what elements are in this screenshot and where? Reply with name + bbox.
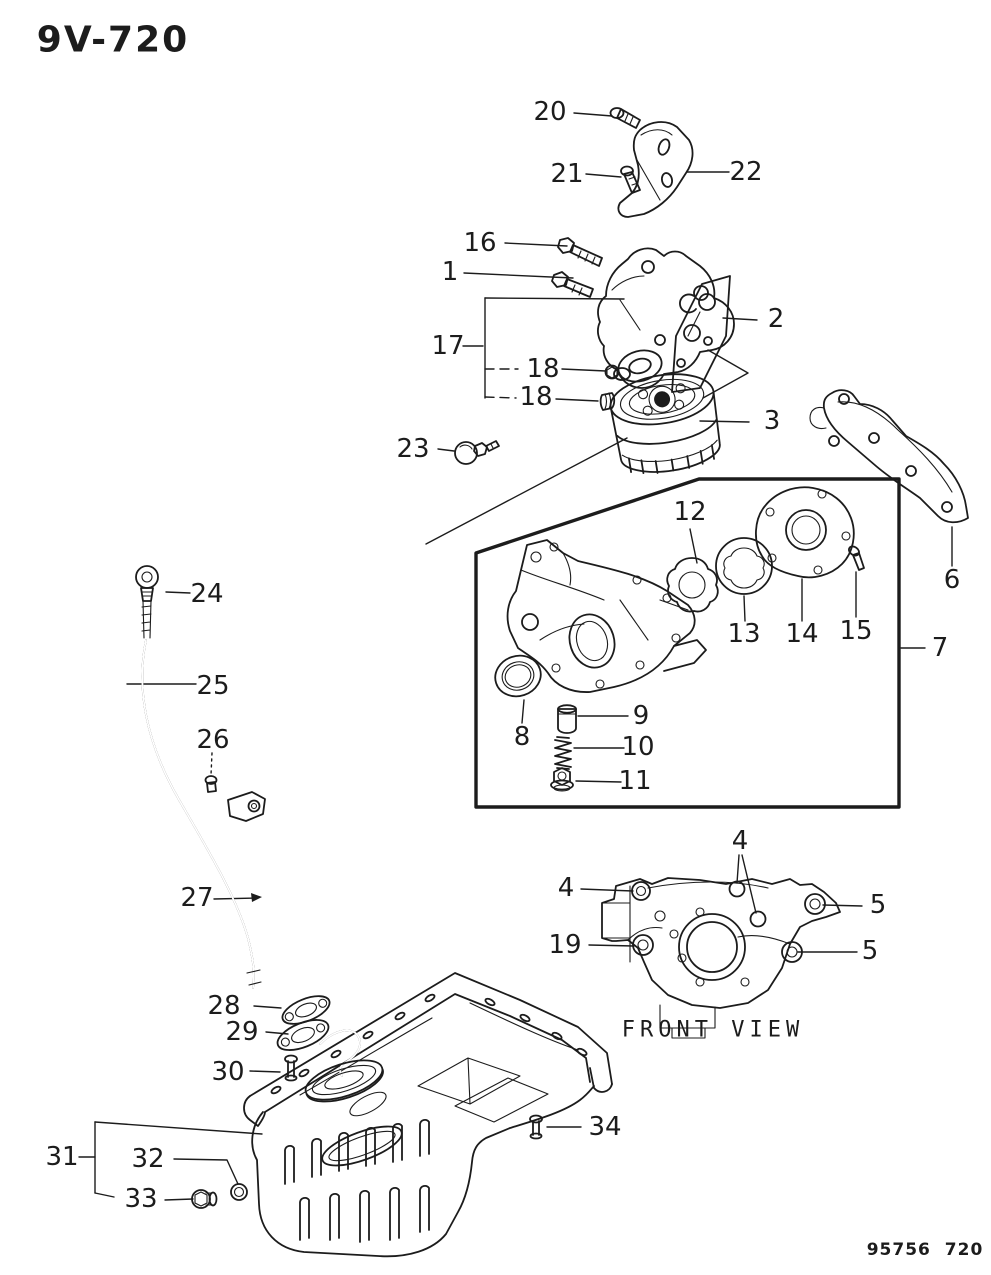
callout-34: 34	[588, 1112, 622, 1142]
callout-28: 28	[207, 991, 241, 1021]
callout-5-upper: 5	[869, 890, 887, 920]
callout-21: 21	[550, 159, 584, 189]
part-22-bracket	[617, 121, 694, 218]
callout-20: 20	[533, 97, 567, 127]
callout-10: 10	[621, 732, 655, 762]
callout-22: 22	[729, 157, 763, 187]
callout-8: 8	[513, 722, 531, 752]
callout-12: 12	[673, 497, 707, 527]
part-9-relief-plunger	[557, 704, 577, 734]
callout-11: 11	[618, 766, 652, 796]
oil-pickup-tube-drawing	[304, 1029, 384, 1103]
part-2-gasket	[671, 275, 731, 393]
part-12-inner-rotor	[666, 557, 719, 613]
assembly-reference-lines	[425, 349, 749, 545]
callout-27: 27	[180, 883, 214, 913]
callout-29: 29	[225, 1017, 259, 1047]
callout-1: 1	[441, 257, 459, 287]
callout-33: 33	[124, 1184, 158, 1214]
callout-13: 13	[727, 619, 761, 649]
part-15-screw	[848, 545, 865, 571]
callout-16: 16	[463, 228, 497, 258]
callout-2: 2	[767, 304, 785, 334]
callout-4-top: 4	[731, 826, 749, 856]
part-17-filter-bracket	[597, 247, 735, 389]
callout-9: 9	[632, 701, 650, 731]
part-33-drain-plug	[191, 1189, 218, 1209]
part-30-bolt	[284, 1054, 298, 1082]
part-3-oil-filter	[609, 373, 721, 475]
callout-5-lower: 5	[861, 936, 879, 966]
part-10-relief-spring	[554, 736, 572, 770]
part-32-gasket-ring	[230, 1183, 248, 1201]
callout-31: 31	[45, 1142, 79, 1172]
figure-number: 95756 720	[866, 1240, 984, 1260]
callout-3: 3	[763, 406, 781, 436]
part-23-oil-pressure-switch	[454, 440, 500, 465]
part-25-dipstick-tube	[141, 639, 266, 989]
part-29-gasket	[276, 1019, 330, 1051]
part-11-relief-plug	[550, 767, 574, 792]
leader-lines	[78, 112, 953, 1201]
oil-pump-case-drawing	[506, 539, 707, 693]
part-24-dipstick	[135, 565, 159, 639]
part-21-bolt	[620, 165, 641, 194]
callout-7: 7	[931, 633, 949, 663]
part-20-bolt	[609, 107, 641, 129]
callout-14: 14	[785, 619, 819, 649]
callout-32: 32	[131, 1144, 165, 1174]
callout-4-left: 4	[557, 873, 575, 903]
part-1-bolt	[551, 271, 594, 298]
callout-30: 30	[211, 1057, 245, 1087]
callout-15: 15	[839, 616, 873, 646]
part-34-bolt	[529, 1114, 543, 1140]
front-view-caption: FRONT VIEW	[621, 1017, 805, 1043]
pan-rib-slots	[284, 1119, 430, 1243]
part-8-oil-seal	[494, 654, 542, 698]
front-view-pump-drawing	[601, 877, 841, 1039]
part-16-bolt	[557, 237, 603, 267]
part-28-gasket	[281, 995, 331, 1025]
part-18-plug	[599, 392, 616, 411]
callout-17: 17	[431, 331, 465, 361]
callout-23: 23	[396, 434, 430, 464]
part-26-bolt	[204, 775, 218, 793]
part-14-pump-cover	[755, 486, 855, 579]
callout-24: 24	[190, 579, 224, 609]
part-6-gasket	[809, 389, 969, 524]
callout-26: 26	[196, 725, 230, 755]
page-code: 9V-720	[36, 19, 190, 61]
oil-pump-group-box	[474, 477, 901, 809]
callout-25: 25	[196, 671, 230, 701]
part-31-oil-pan	[243, 972, 613, 1258]
callout-19: 19	[548, 930, 582, 960]
callout-18-upper: 18	[526, 354, 560, 384]
part-13-outer-rotor	[715, 537, 773, 595]
callout-18-lower: 18	[519, 382, 553, 412]
part-18-nut	[604, 364, 620, 380]
callout-6: 6	[943, 565, 961, 595]
